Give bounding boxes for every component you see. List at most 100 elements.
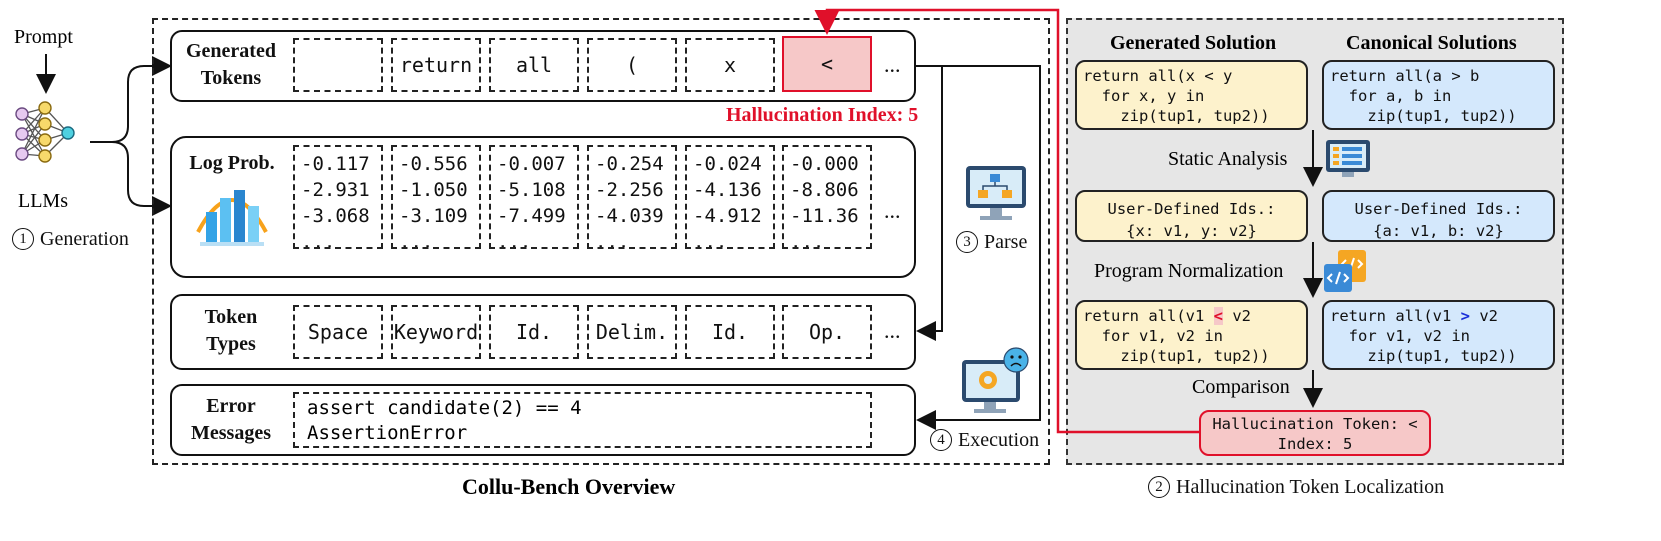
log-prob-value: ... — [693, 231, 728, 249]
ids-line: User-Defined Ids.: — [1354, 200, 1523, 218]
normalized-generated-box: return all(v1 < v2 for v1, v2 in zip(tup… — [1075, 300, 1308, 370]
code-fragment: return all(v1 — [1330, 307, 1461, 325]
code-line: zip(tup1, tup2)) — [1330, 347, 1517, 365]
label-line: Tokens — [200, 67, 262, 89]
code-fragment: v2 — [1223, 307, 1251, 325]
token-type-cell: Id. — [489, 305, 579, 359]
token-type-cell: Delim. — [587, 305, 677, 359]
ellipsis: ... — [884, 198, 901, 223]
step-label: Hallucination Token Localization — [1176, 476, 1445, 498]
step-label: Parse — [984, 231, 1028, 253]
token-cell: return — [391, 38, 481, 92]
normalized-canonical-box: return all(v1 > v2 for v1, v2 in zip(tup… — [1322, 300, 1555, 370]
comparison-label: Comparison — [1192, 376, 1290, 398]
log-prob-value: -2.931 — [301, 179, 370, 201]
program-normalization-label: Program Normalization — [1094, 260, 1284, 282]
static-analysis-label: Static Analysis — [1168, 148, 1288, 170]
step-number: 1 — [12, 228, 34, 250]
generated-ids-box: User-Defined Ids.:{x: v1, y: v2} — [1075, 190, 1308, 242]
code-line: return all(x < y — [1083, 67, 1233, 85]
step-label: Execution — [958, 429, 1040, 451]
hallucinated-token-cell: < — [782, 36, 872, 92]
step-localization: 2 Hallucination Token Localization — [1148, 476, 1444, 499]
log-prob-value: -8.806 — [790, 179, 859, 201]
code-line: return all(v1 > v2 — [1330, 306, 1547, 326]
code-fragment: return all(v1 — [1083, 307, 1214, 325]
hallucinated-operator: < — [1213, 307, 1223, 325]
token-cell: ( — [587, 38, 677, 92]
code-line: for v1, v2 in — [1330, 327, 1470, 345]
label-line: Generated — [186, 40, 276, 62]
step-execution: 4 Execution — [930, 429, 1039, 452]
canonical-solutions-header: Canonical Solutions — [1346, 32, 1517, 54]
canonical-ids-box: User-Defined Ids.:{a: v1, b: v2} — [1322, 190, 1555, 242]
token-cell: x — [685, 38, 775, 92]
log-prob-value: ... — [301, 231, 336, 249]
llms-label: LLMs — [18, 190, 68, 212]
log-prob-value: -0.024 — [693, 153, 762, 175]
code-line: for v1, v2 in — [1083, 327, 1223, 345]
static-analysis-icon — [1326, 140, 1370, 177]
log-prob-label: Log Prob. — [189, 152, 275, 174]
log-prob-cell: -0.254-2.256-4.039... — [587, 145, 677, 249]
token-type-cell: Space — [293, 305, 383, 359]
error-message-box: assert candidate(2) == 4 AssertionError — [293, 392, 872, 448]
code-line: for a, b in — [1330, 87, 1452, 105]
log-prob-value: -0.254 — [595, 153, 664, 175]
generated-solution-header: Generated Solution — [1110, 32, 1277, 54]
token-type-cell: Id. — [685, 305, 775, 359]
hallucination-index-label: Hallucination Index: 5 — [726, 104, 919, 126]
log-prob-value: -5.108 — [497, 179, 566, 201]
token-cell — [293, 38, 383, 92]
log-prob-cell: -0.007-5.108-7.499... — [489, 145, 579, 249]
step-parse: 3 Parse — [956, 231, 1027, 254]
log-prob-value: -3.068 — [301, 205, 370, 227]
step-number: 2 — [1148, 476, 1170, 498]
step-label: Generation — [40, 228, 129, 250]
log-prob-cell: -0.024 -4.136 -4.912... — [685, 145, 775, 249]
code-line: return all(a > b — [1330, 67, 1480, 85]
overview-title: Collu-Bench Overview — [462, 474, 676, 499]
log-prob-value: -4.136 — [693, 179, 762, 201]
label-line: Types — [206, 333, 256, 355]
log-prob-value: ... — [497, 231, 532, 249]
result-line: Index: 5 — [1277, 435, 1353, 453]
ellipsis: ... — [884, 318, 901, 343]
label-line: Messages — [191, 422, 271, 444]
parse-icon — [966, 166, 1026, 220]
code-line: zip(tup1, tup2)) — [1083, 107, 1270, 125]
log-prob-value: ... — [399, 231, 434, 249]
neural-network-icon — [15, 101, 75, 163]
label-line: Error — [206, 395, 256, 417]
ellipsis: ... — [884, 52, 901, 77]
code-line: return all(v1 < v2 — [1083, 306, 1300, 326]
log-prob-value: -4.039 — [595, 205, 664, 227]
left-connectors — [36, 54, 172, 216]
log-prob-cell: -0.000 -8.806 -11.36... — [782, 145, 872, 249]
error-messages-label: Error Messages — [176, 393, 286, 447]
log-prob-value: -4.912 — [693, 205, 762, 227]
hallucination-result-box: Hallucination Token: < Index: 5 — [1199, 410, 1431, 456]
log-prob-value: -0.000 — [790, 153, 859, 175]
log-prob-value: -0.117 — [301, 153, 370, 175]
log-prob-value: -1.050 — [399, 179, 468, 201]
token-type-cell: Keyword — [391, 305, 481, 359]
label-line: Token — [204, 306, 258, 328]
code-line: zip(tup1, tup2)) — [1083, 347, 1270, 365]
log-prob-value: -11.36 — [790, 205, 859, 227]
result-line: Hallucination Token: < — [1212, 415, 1418, 433]
code-fragment: v2 — [1470, 307, 1498, 325]
canonical-code-box: return all(a > b for a, b in zip(tup1, t… — [1322, 60, 1555, 130]
error-line: AssertionError — [307, 422, 468, 444]
error-line: assert candidate(2) == 4 — [307, 397, 582, 419]
log-prob-value: -3.109 — [399, 205, 468, 227]
log-prob-value: -0.007 — [497, 153, 566, 175]
generated-tokens-label: Generated Tokens — [176, 38, 286, 92]
prompt-label: Prompt — [14, 26, 73, 48]
log-prob-cell: -0.117 -2.931 -3.068... — [293, 145, 383, 249]
log-prob-value: ... — [790, 231, 825, 249]
code-file-icon — [1324, 250, 1366, 292]
step-number: 4 — [930, 429, 952, 451]
step-number: 3 — [956, 231, 978, 253]
generated-code-box: return all(x < y for x, y in zip(tup1, t… — [1075, 60, 1308, 130]
